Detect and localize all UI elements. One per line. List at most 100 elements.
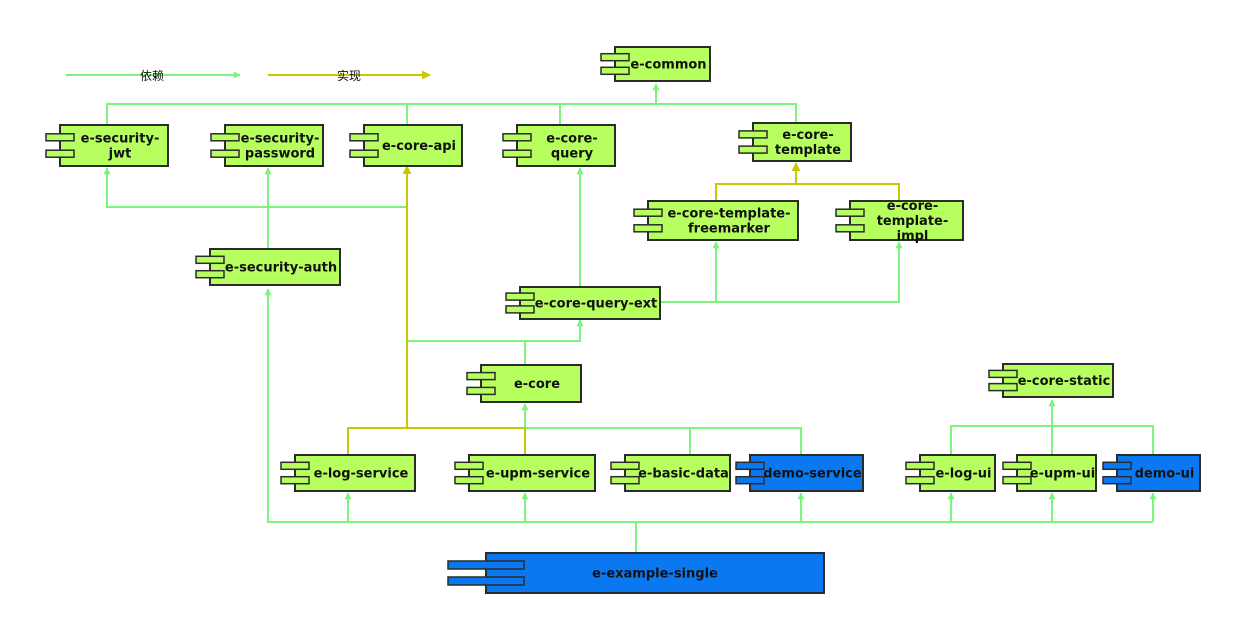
component-e-core-template-freemarker[interactable]: e-core-template-freemarker [633,200,799,241]
component-e-upm-ui[interactable]: e-upm-ui [1002,454,1097,492]
demo-ui-label: demo-ui [1135,467,1195,482]
e-example-single-label: e-example-single [592,567,718,582]
e-log-ui-body [919,454,996,492]
e-core-api-label: e-core-api [382,139,456,154]
component-icon [1002,475,1032,485]
component-icon [195,269,225,279]
e-upm-service-body [468,454,596,492]
e-core-body [480,364,582,403]
component-icon [349,149,379,158]
e-common-body [614,46,711,82]
component-icon [738,145,768,154]
component-icon [905,475,935,485]
component-icon [280,475,310,485]
component-icon [454,475,484,485]
component-icon [633,208,663,217]
component-icon [610,461,640,471]
component-icon [835,224,865,233]
component-icon [45,133,75,142]
legend-dependency-label: 依赖 [140,68,164,83]
e-security-jwt-label: jwt [108,147,132,162]
component-e-security-auth[interactable]: e-security-auth [195,248,341,286]
e-basic-data-label: e-basic-data [638,467,729,482]
e-core-template-impl-label: impl [897,229,929,244]
e-common-label: e-common [630,58,706,73]
component-icon [1002,461,1032,471]
component-e-security-password[interactable]: e-security-password [210,124,324,167]
legend: 依赖实现 [66,68,431,83]
component-e-common[interactable]: e-common [600,46,711,82]
component-icon [600,52,630,62]
component-icon [447,576,525,586]
component-demo-service[interactable]: demo-service [735,454,864,492]
component-demo-ui[interactable]: demo-ui [1102,454,1201,492]
component-icon [610,475,640,485]
e-example-single-body [485,552,825,594]
e-security-auth-body [209,248,341,286]
component-e-core-query-ext[interactable]: e-core-query-ext [505,286,661,320]
component-e-core-api[interactable]: e-core-api [349,124,463,167]
e-log-service-label: e-log-service [314,467,409,482]
component-icon [195,255,225,265]
component-icon [988,382,1018,392]
component-e-core-query[interactable]: e-core-query [502,124,616,167]
component-icon [210,149,240,158]
e-core-template-impl-label: e-core- [887,199,938,214]
component-icon [505,292,535,301]
e-upm-ui-label: e-upm-ui [1030,467,1095,482]
edge-core-queryext [524,319,584,365]
e-security-auth-label: e-security-auth [225,261,337,276]
component-e-core-static[interactable]: e-core-static [988,363,1114,398]
edge-queryext-impl [716,241,903,303]
component-e-core-template-impl[interactable]: e-core-template-impl [835,199,964,244]
edge-coretemplate-common [656,103,797,123]
components-layer: e-common e-security-jwt e-security-passwor… [45,46,1201,594]
component-e-log-ui[interactable]: e-log-ui [905,454,996,492]
edge-queryext-freemarker [660,241,720,303]
component-e-security-jwt[interactable]: e-security-jwt [45,124,169,167]
component-icon [466,386,496,396]
edge-demoservice-core [690,427,802,455]
edge-logui-static [950,425,1154,455]
e-upm-ui-body [1016,454,1097,492]
component-e-log-service[interactable]: e-log-service [280,454,416,492]
component-icon [505,305,535,314]
e-core-static-body [1002,363,1114,398]
demo-service-body [749,454,864,492]
component-icon [1102,475,1132,485]
component-icon [502,149,532,158]
e-core-template-freemarker-label: freemarker [688,222,771,237]
e-core-template-impl-body [849,200,964,241]
component-e-upm-service[interactable]: e-upm-service [454,454,596,492]
component-icon [905,461,935,471]
e-log-ui-label: e-log-ui [935,467,991,482]
component-icon [447,560,525,570]
e-core-query-label: query [551,147,594,162]
e-core-query-ext-body [519,286,661,320]
component-e-core-template[interactable]: e-core-template [738,122,852,162]
e-core-query-label: e-core- [546,132,597,147]
impl-services-coreapi [347,427,526,455]
e-core-query-ext-label: e-core-query-ext [535,297,658,312]
e-security-jwt-body [59,124,169,167]
component-e-core[interactable]: e-core [466,364,582,403]
component-icon [1102,461,1132,471]
component-icon [349,133,379,142]
edge-to-jwt [103,167,407,208]
impl-freemarker-template [715,183,900,201]
e-security-password-body [224,124,324,167]
component-icon [45,149,75,158]
e-security-password-label: password [245,147,315,162]
component-icon [835,208,865,217]
demo-service-label: demo-service [763,467,862,482]
e-core-template-freemarker-body [647,200,799,241]
component-icon [600,66,630,76]
component-e-example-single[interactable]: e-example-single [447,552,825,594]
e-core-query-body [516,124,616,167]
e-basic-data-body [624,454,731,492]
component-e-basic-data[interactable]: e-basic-data [610,454,731,492]
e-core-template-body [752,122,852,162]
edge-jwt-common [106,83,660,125]
component-icon [454,461,484,471]
